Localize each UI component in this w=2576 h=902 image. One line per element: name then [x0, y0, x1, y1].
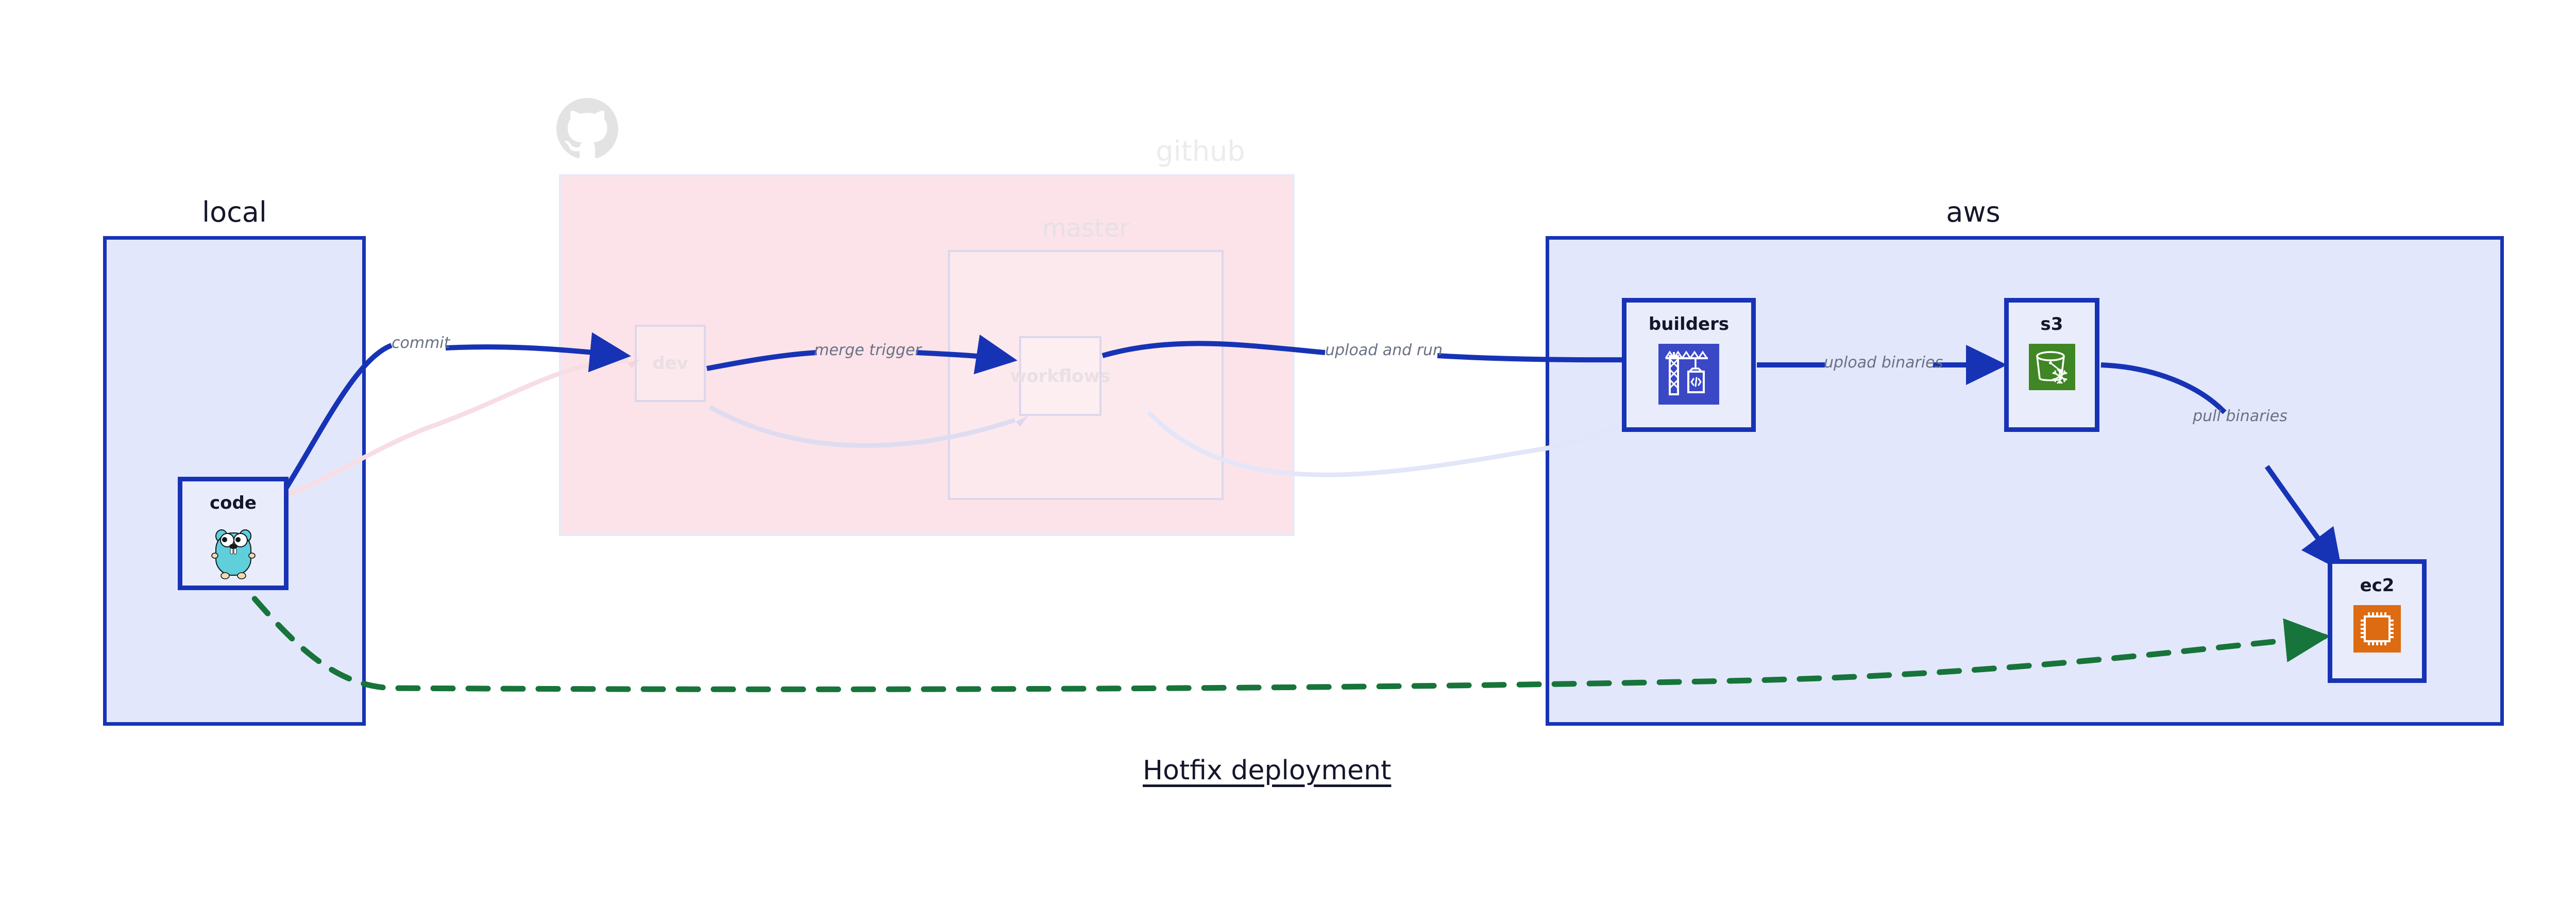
group-label-aws: aws [1946, 196, 2001, 228]
node-label-workflows: workflows [1010, 365, 1111, 387]
node-workflows: workflows [1010, 336, 1110, 416]
page-title: Hotfix deployment [1143, 755, 1392, 786]
node-dev: dev [635, 325, 706, 402]
go-gopher-icon [208, 523, 259, 582]
edge-label-upload-and-run: upload and run [1325, 341, 1443, 359]
node-code[interactable]: code [178, 477, 289, 590]
aws-s3-bucket-icon [2028, 344, 2075, 392]
ghost-group-master [948, 250, 1224, 500]
edge-label-pull-binaries: pull binaries [2193, 407, 2287, 425]
aws-ec2-chip-icon [2353, 605, 2401, 655]
aws-codebuild-crane-icon [1658, 344, 1719, 407]
node-label-ec2: ec2 [2360, 575, 2395, 596]
ghost-group-label-master: master [1042, 214, 1130, 243]
edge-label-upload-binaries: upload binaries [1824, 354, 1943, 372]
node-s3[interactable]: s3 [2004, 298, 2099, 432]
group-label-local: local [202, 196, 267, 228]
github-octocat-icon [556, 98, 618, 162]
node-builders[interactable]: builders [1622, 298, 1756, 432]
node-label-code: code [210, 493, 257, 513]
node-label-s3: s3 [2040, 314, 2063, 335]
node-label-dev: dev [652, 353, 688, 374]
group-label-github: github [1156, 135, 1245, 168]
edge-label-commit: commit [392, 334, 450, 352]
edge-label-merge-trigger: merge trigger [814, 341, 922, 359]
node-ec2[interactable]: ec2 [2328, 559, 2427, 683]
node-label-builders: builders [1648, 314, 1730, 335]
